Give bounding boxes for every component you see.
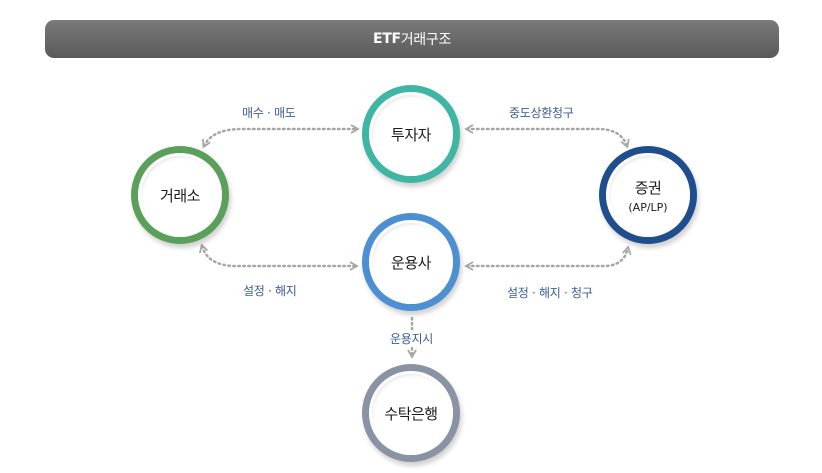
- arrow-investor-securities: [464, 124, 630, 149]
- edge-label-creation-redemption: 설정 · 해지: [243, 284, 297, 298]
- title-bold: ETF: [372, 31, 401, 47]
- node-securities-sublabel: (AP/LP): [628, 200, 668, 214]
- arrow-manager-securities: [464, 245, 632, 271]
- node-exchange-label: 거래소: [160, 186, 200, 205]
- edge-label-redemption-request: 중도상환청구: [509, 106, 574, 120]
- node-exchange: 거래소: [131, 146, 229, 244]
- edge-label-management-instruction: 운용지시: [388, 330, 435, 347]
- arrow-exchange-investor: [202, 124, 360, 149]
- node-trustee-label: 수탁은행: [384, 404, 438, 423]
- node-investor: 투자자: [362, 85, 460, 183]
- node-investor-label: 투자자: [391, 125, 431, 144]
- node-trustee: 수탁은행: [362, 364, 460, 462]
- title-rest: 거래구조: [400, 32, 452, 48]
- edge-label-creation-redemption-request: 설정 · 해지 · 청구: [507, 286, 593, 300]
- node-securities: 증권 (AP/LP): [599, 146, 697, 244]
- node-manager: 운용사: [362, 213, 460, 311]
- node-securities-label: 증권: [634, 178, 662, 197]
- node-manager-label: 운용사: [391, 253, 431, 272]
- edge-label-buy-sell: 매수 · 매도: [242, 106, 296, 120]
- arrow-exchange-manager: [199, 243, 359, 271]
